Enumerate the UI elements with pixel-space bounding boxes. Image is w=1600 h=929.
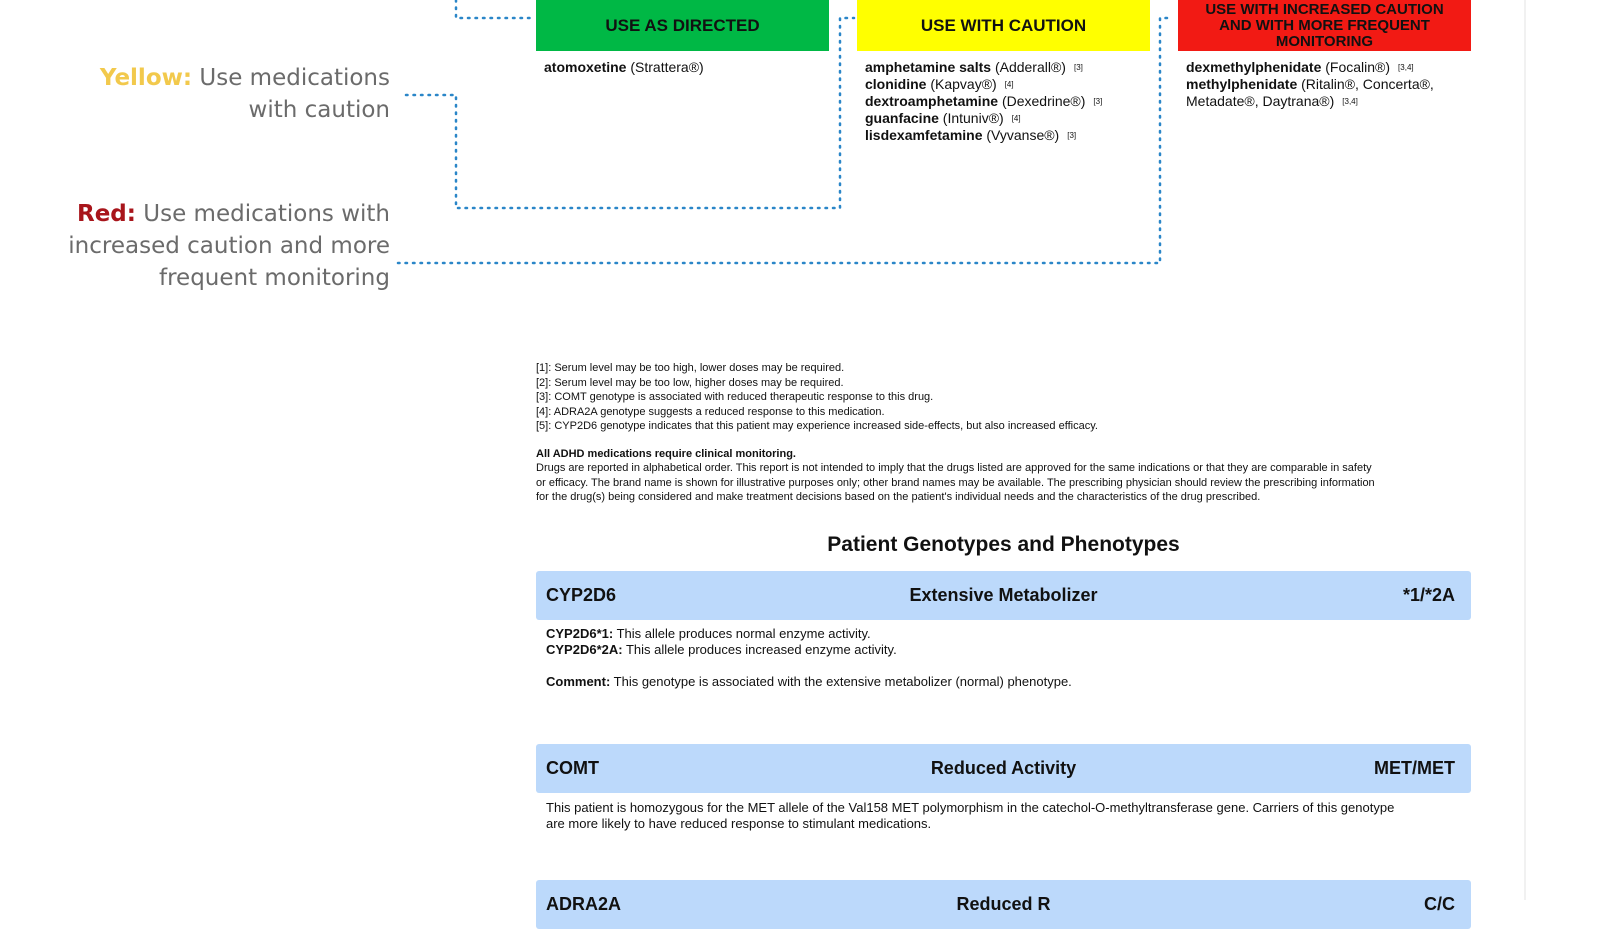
category-yellow-title: USE WITH CAUTION [920, 15, 1087, 35]
gene-details-comt: This patient is homozygous for the MET a… [546, 800, 1466, 832]
drug-ref: [3] [1093, 97, 1103, 106]
page-edge-rule [1524, 0, 1526, 900]
drug-name: amphetamine salts [865, 59, 992, 75]
gene-details-cyp2d6: CYP2D6*1: This allele produces normal en… [546, 626, 1466, 690]
allele-text: This allele produces increased enzyme ac… [622, 642, 897, 657]
footnote: [1]: Serum level may be too high, lower … [536, 362, 845, 374]
drug-item: clonidine (Kapvay®) [4] [865, 76, 1150, 93]
category-yellow-header: USE WITH CAUTION [857, 0, 1150, 51]
allele-label: CYP2D6*2A: [546, 642, 623, 657]
gene-phenotype: Reduced R [956, 894, 1051, 914]
drug-brand: (Adderall®) [994, 59, 1066, 75]
allele-label: CYP2D6*1: [546, 626, 614, 641]
disclaimer-line: Drugs are reported in alphabetical order… [536, 462, 1372, 474]
allele-text: This allele produces normal enzyme activ… [613, 626, 871, 641]
legend-yellow-text-2: with caution [248, 97, 390, 123]
gene-genotype: *1/*2A [1402, 585, 1455, 605]
gene-bar-adra2a: ADRA2A Reduced R C/C [536, 880, 1471, 929]
gene-description: are more likely to have reduced response… [546, 816, 932, 831]
drug-name: lisdexamfetamine [865, 127, 983, 143]
drug-brand: (Intuniv®) [942, 110, 1004, 126]
drug-brand: (Dexedrine®) [1001, 93, 1086, 109]
drug-brand: (Vyvanse®) [986, 127, 1060, 143]
legend-yellow-label: Yellow: [99, 65, 193, 91]
gene-phenotype: Reduced Activity [930, 758, 1077, 778]
drug-ref: [3] [1073, 63, 1083, 72]
drug-name: clonidine [865, 76, 927, 92]
drug-brand: (Kapvay®) [930, 76, 997, 92]
gene-name: COMT [546, 758, 599, 778]
drug-brand: (Focalin®) [1325, 59, 1391, 75]
legend-red-text-1: Use medications with [143, 201, 390, 227]
disclaimer-line: or efficacy. The brand name is shown for… [536, 476, 1375, 489]
category-red-title-3: MONITORING [1275, 32, 1374, 50]
legend-connectors [396, 0, 1172, 265]
gene-name: CYP2D6 [546, 585, 617, 605]
footnote: [5]: CYP2D6 genotype indicates that this… [536, 420, 1098, 432]
gene-bar-comt: COMT Reduced Activity MET/MET [536, 744, 1471, 793]
drug-name: atomoxetine [544, 59, 627, 75]
drug-name: dextroamphetamine [865, 93, 999, 109]
category-red-header: USE WITH INCREASED CAUTION AND WITH MORE… [1178, 0, 1471, 51]
comment-label: Comment: [546, 674, 611, 689]
drug-ref: [3] [1067, 131, 1077, 140]
drug-brand: (Ritalin®, Concerta®, [1301, 76, 1434, 92]
disclaimer-line: for the drug(s) being considered and mak… [536, 491, 1261, 503]
legend-yellow: Yellow: Use medications with caution [60, 62, 390, 126]
yellow-drug-list: amphetamine salts (Adderall®) [3] clonidi… [865, 59, 1150, 144]
drug-name: guanfacine [865, 110, 939, 126]
drug-ref: [3,4] [1398, 63, 1414, 72]
footnote: [2]: Serum level may be too low, higher … [536, 376, 844, 389]
drug-brand: (Strattera®) [630, 59, 704, 75]
drug-ref: [3,4] [1342, 97, 1358, 106]
green-drug-list: atomoxetine (Strattera®) [544, 59, 824, 76]
legend-red-text-2: increased caution and more [68, 233, 390, 259]
drug-item: methylphenidate (Ritalin®, Concerta®,Met… [1186, 76, 1471, 110]
drug-brand-cont: Metadate®, Daytrana®) [1186, 93, 1335, 109]
comment-text: This genotype is associated with the ext… [610, 674, 1072, 689]
monitoring-note: All ADHD medications require clinical mo… [536, 447, 796, 460]
category-green-header: USE AS DIRECTED [536, 0, 829, 51]
drug-item: dextroamphetamine (Dexedrine®) [3] [865, 93, 1150, 110]
category-red-title-2: AND WITH MORE FREQUENT [1219, 16, 1430, 34]
legend-red-text-3: frequent monitoring [159, 265, 390, 291]
gene-description: This patient is homozygous for the MET a… [546, 800, 1395, 815]
drug-item: lisdexamfetamine (Vyvanse®) [3] [865, 127, 1150, 144]
drug-item: guanfacine (Intuniv®) [4] [865, 110, 1150, 127]
drug-name: dexmethylphenidate [1186, 59, 1322, 75]
drug-ref: [4] [1004, 80, 1014, 89]
drug-ref: [4] [1011, 114, 1021, 123]
legend-red-label: Red: [76, 201, 136, 227]
gene-phenotype: Extensive Metabolizer [909, 585, 1098, 605]
legend-yellow-text-1: Use medications [199, 65, 390, 91]
drug-item: atomoxetine (Strattera®) [544, 59, 824, 76]
drug-item: amphetamine salts (Adderall®) [3] [865, 59, 1150, 76]
gene-genotype: MET/MET [1374, 758, 1455, 778]
footnote: [4]: ADRA2A genotype suggests a reduced … [536, 405, 885, 418]
gene-bar-cyp2d6: CYP2D6 Extensive Metabolizer *1/*2A [536, 571, 1471, 620]
section-title: Patient Genotypes and Phenotypes [827, 533, 1180, 556]
drug-name: methylphenidate [1186, 76, 1298, 92]
drug-item: dexmethylphenidate (Focalin®) [3,4] [1186, 59, 1471, 76]
legend-red: Red: Use medications with increased caut… [30, 198, 390, 294]
footnotes: [1]: Serum level may be too high, lower … [536, 361, 1476, 505]
gene-genotype: C/C [1424, 894, 1455, 914]
red-drug-list: dexmethylphenidate (Focalin®) [3,4] methy… [1186, 59, 1471, 110]
footnote: [3]: COMT genotype is associated with re… [536, 391, 934, 403]
category-red-title-1: USE WITH INCREASED CAUTION [1205, 0, 1444, 18]
category-green-title: USE AS DIRECTED [605, 15, 760, 35]
